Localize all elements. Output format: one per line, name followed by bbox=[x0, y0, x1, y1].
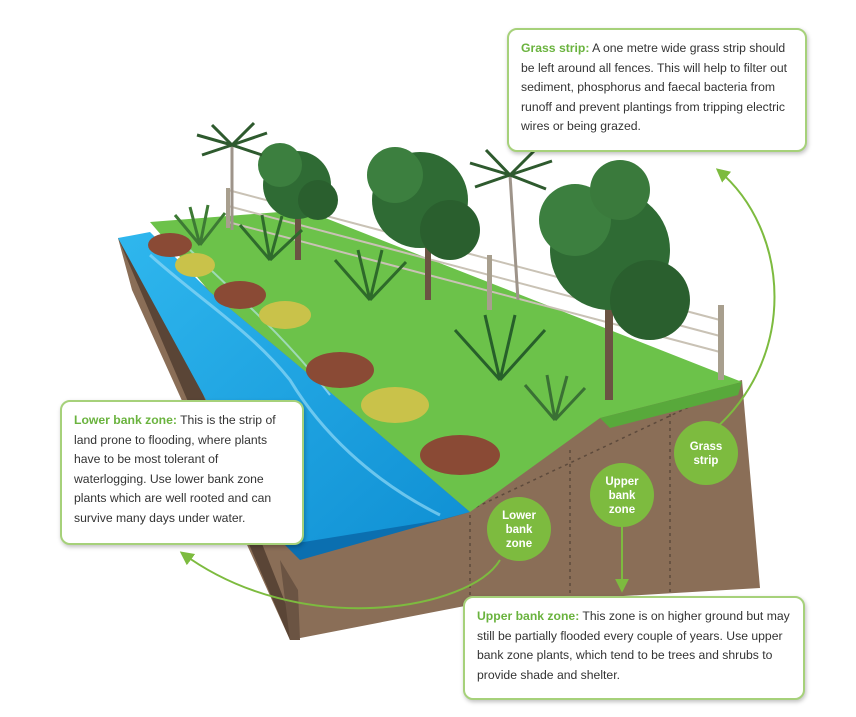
grass-strip-heading: Grass strip: bbox=[521, 41, 590, 55]
cabbage-trees bbox=[196, 121, 553, 301]
lower-bank-zone-callout: Lower bank zone: This is the strip of la… bbox=[60, 400, 304, 545]
grass-strip-arrow bbox=[707, 168, 776, 436]
lower-bank-zone-badge: Lower bank zone bbox=[487, 497, 551, 561]
upper-bank-zone-text: This zone is on higher ground but may st… bbox=[477, 609, 790, 682]
tree-left bbox=[258, 143, 338, 260]
grass-strip-badge: Grass strip bbox=[674, 421, 738, 485]
upper-bank-zone-callout: Upper bank zone: This zone is on higher … bbox=[463, 596, 805, 700]
tree-canopies bbox=[258, 143, 690, 400]
yellow-tussocks bbox=[175, 253, 429, 423]
tree-center bbox=[367, 147, 480, 300]
lower-bank-arrow bbox=[179, 551, 501, 610]
upper-bank-zone-heading: Upper bank zone: bbox=[477, 609, 580, 623]
tree-right bbox=[539, 160, 690, 400]
lower-bank-zone-heading: Lower bank zone: bbox=[74, 413, 177, 427]
grass-strip-text: A one metre wide grass strip should be l… bbox=[521, 41, 788, 133]
flax-clumps bbox=[173, 204, 587, 422]
grass-strip-callout: Grass strip: A one metre wide grass stri… bbox=[507, 28, 807, 152]
lower-bank-zone-text: This is the strip of land prone to flood… bbox=[74, 413, 276, 525]
red-tussocks bbox=[148, 233, 500, 475]
upper-bank-zone-badge: Upper bank zone bbox=[590, 463, 654, 527]
grass-surface bbox=[150, 210, 742, 512]
